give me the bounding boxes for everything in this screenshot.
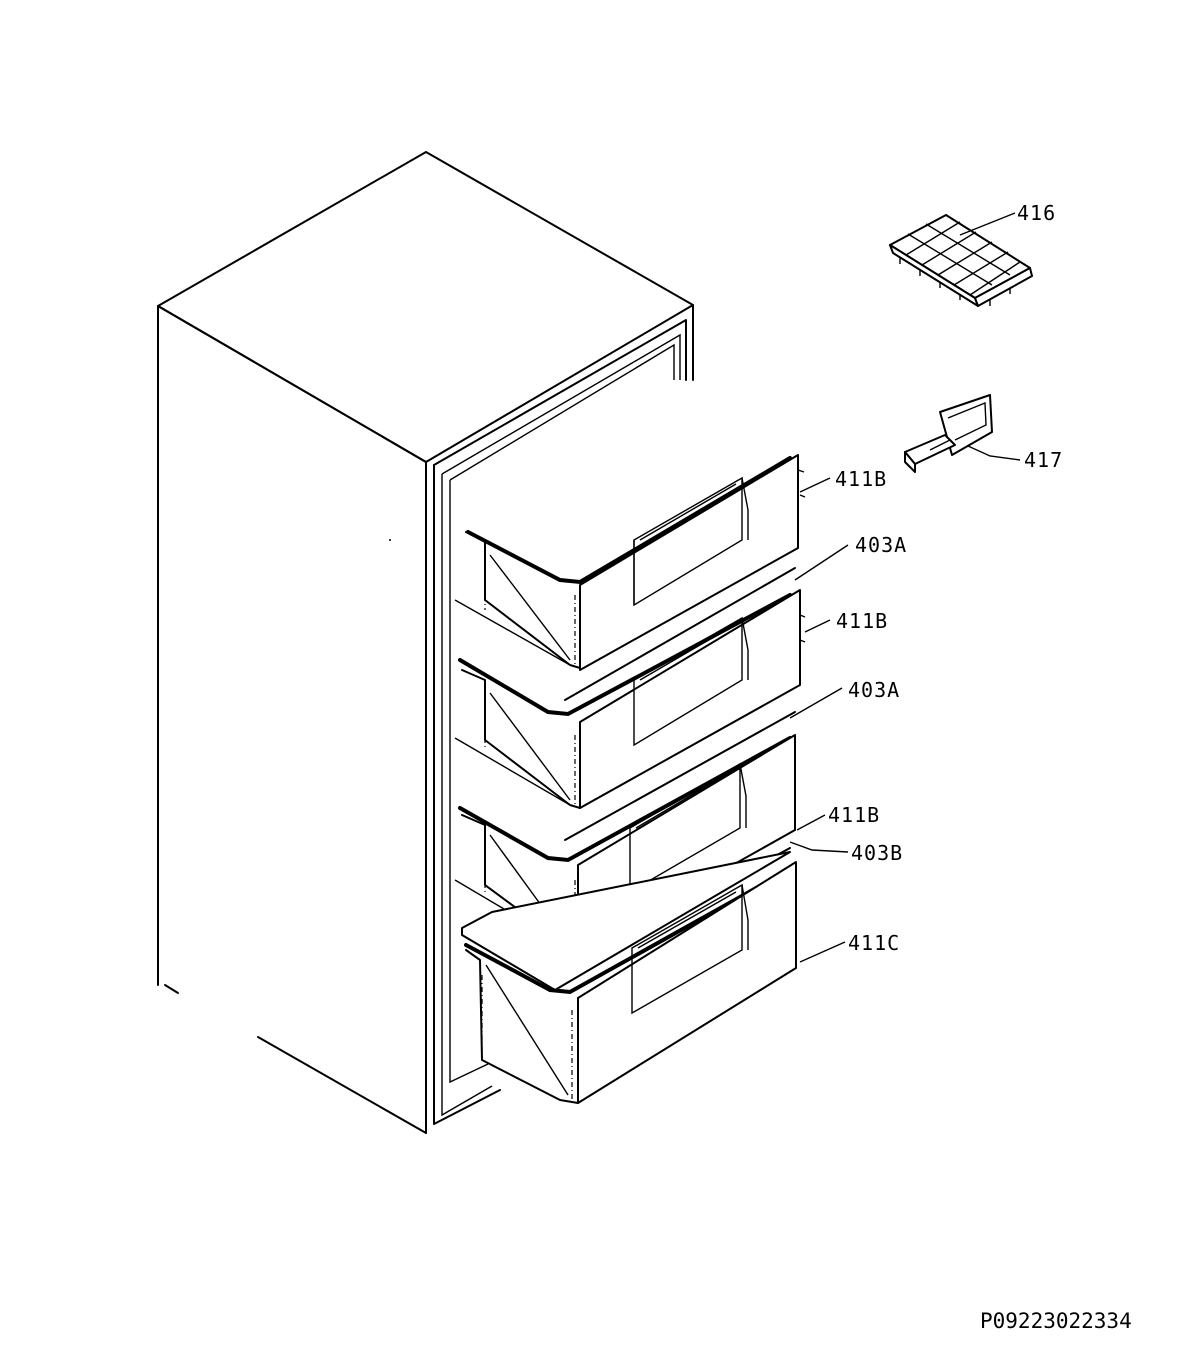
label-403a-top: 403A [855,533,907,557]
label-403a-middle: 403A [848,678,900,702]
label-417: 417 [1024,448,1063,472]
shelf-1 [564,567,796,701]
label-403b: 403B [851,841,903,865]
ice-tray [889,214,1033,307]
shelf-2 [564,711,796,841]
ice-scoop [904,394,993,473]
label-411b-bottom: 411B [828,803,880,827]
drawer-1 [454,454,806,671]
label-416: 416 [1017,201,1056,225]
drawer-4 [461,851,797,1104]
drawing-code: P09223022334 [980,1309,1132,1333]
label-411b-top: 411B [835,467,887,491]
label-411c: 411C [848,931,900,955]
label-411b-middle: 411B [836,609,888,633]
leader-lines [789,212,1021,963]
freezer-cabinet [157,151,694,1134]
drawer-2 [454,589,806,809]
